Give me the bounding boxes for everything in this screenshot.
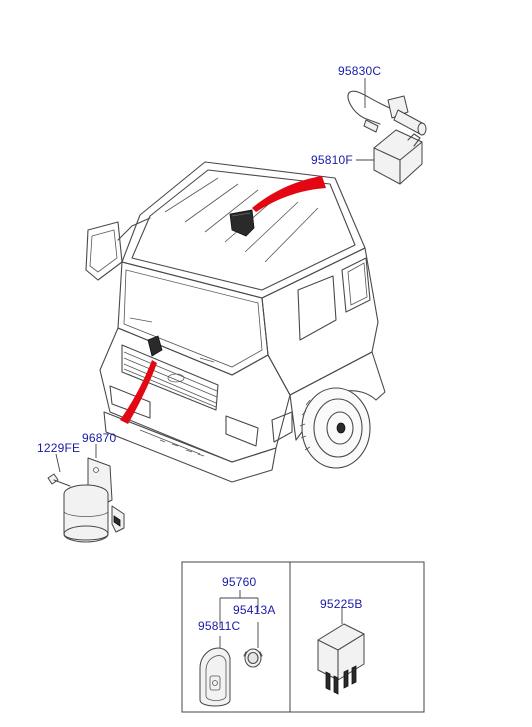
front-receiver-module bbox=[147, 335, 163, 357]
label-part-95810F[interactable]: 95810F bbox=[311, 153, 353, 167]
roof-antenna-module bbox=[229, 209, 255, 237]
pointer-arrows bbox=[120, 176, 326, 424]
label-part-95225B[interactable]: 95225B bbox=[320, 597, 363, 611]
pointer-arrow-roof bbox=[252, 176, 326, 212]
label-part-96870[interactable]: 96870 bbox=[82, 431, 117, 445]
part-1229FE-bolt bbox=[47, 453, 71, 487]
part-95413A-battery bbox=[243, 648, 263, 668]
label-part-95830C[interactable]: 95830C bbox=[338, 64, 382, 78]
part-95830C-antenna-cable bbox=[347, 78, 427, 136]
label-part-1229FE[interactable]: 1229FE bbox=[37, 441, 81, 455]
part-95810F-module bbox=[356, 129, 423, 185]
part-95225B-relay bbox=[317, 608, 365, 695]
part-95811C-key-fob bbox=[199, 636, 231, 707]
wheel bbox=[299, 387, 371, 469]
pointer-arrow-front bbox=[120, 360, 157, 424]
part-96870-siren bbox=[63, 444, 125, 543]
leader-95760 bbox=[219, 590, 259, 648]
truck-cab-illustration bbox=[85, 161, 386, 483]
label-part-95811C[interactable]: 95811C bbox=[198, 619, 241, 633]
inset-frame bbox=[181, 561, 425, 713]
label-part-95413A[interactable]: 95413A bbox=[233, 603, 276, 617]
label-part-95760[interactable]: 95760 bbox=[222, 575, 257, 589]
